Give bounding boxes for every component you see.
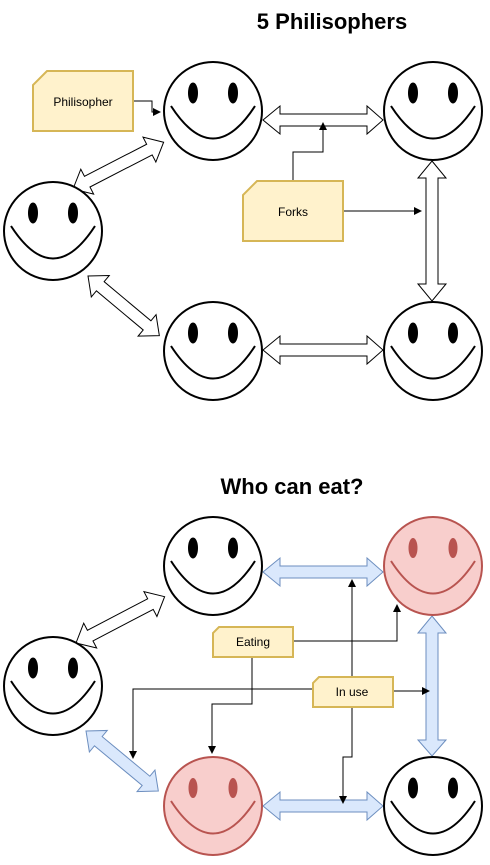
philosopher-3-face xyxy=(383,301,483,401)
fork-arrow-p3-p4-in-use xyxy=(262,790,384,822)
title-top: 5 Philisophers xyxy=(257,9,407,34)
connector-philosopher-note xyxy=(133,100,161,116)
philosopher-2-face xyxy=(383,61,483,161)
philosopher-1-face xyxy=(163,61,263,161)
connector-eating-to-p4 xyxy=(208,657,253,754)
philosopher-note-label: Philisopher xyxy=(53,95,112,109)
fork-arrow-p1-p2-in-use xyxy=(262,556,384,588)
fork-arrow-p3-p4 xyxy=(262,334,384,366)
fork-arrow-p5-p4-in-use xyxy=(85,729,159,793)
fork-arrow-p1-p2 xyxy=(262,104,384,136)
eating-note-label: Eating xyxy=(236,635,270,649)
eating-note xyxy=(212,626,294,658)
philosopher-5-face xyxy=(3,181,103,281)
in-use-note-label: In use xyxy=(336,685,369,699)
philosopher-2-face-eating xyxy=(383,516,483,616)
fork-arrow-p1-p5 xyxy=(72,136,165,195)
connector-eating-to-p2 xyxy=(293,604,401,642)
fork-arrow-p2-p3-in-use xyxy=(416,615,448,757)
philosopher-note xyxy=(32,70,134,132)
philosopher-4-face-eating xyxy=(163,756,263,856)
connector-inuse-to-fork-p3-p4 xyxy=(339,707,353,804)
philosopher-3-face-bottom xyxy=(383,756,483,856)
philosopher-5-face-bottom xyxy=(3,636,103,736)
philosopher-4-face xyxy=(163,301,263,401)
connector-forks-to-fork-p1-p2 xyxy=(292,122,327,181)
forks-note-label: Forks xyxy=(278,205,308,219)
philosopher-1-face-bottom xyxy=(163,516,263,616)
fork-arrow-p5-p4 xyxy=(87,274,160,337)
in-use-note xyxy=(312,676,394,708)
fork-arrow-p2-p3 xyxy=(416,160,448,302)
fork-arrow-p1-p5-free xyxy=(75,590,166,649)
connector-inuse-to-fork-p5-p4 xyxy=(129,688,313,759)
title-bottom: Who can eat? xyxy=(220,474,363,499)
forks-note xyxy=(242,180,344,242)
